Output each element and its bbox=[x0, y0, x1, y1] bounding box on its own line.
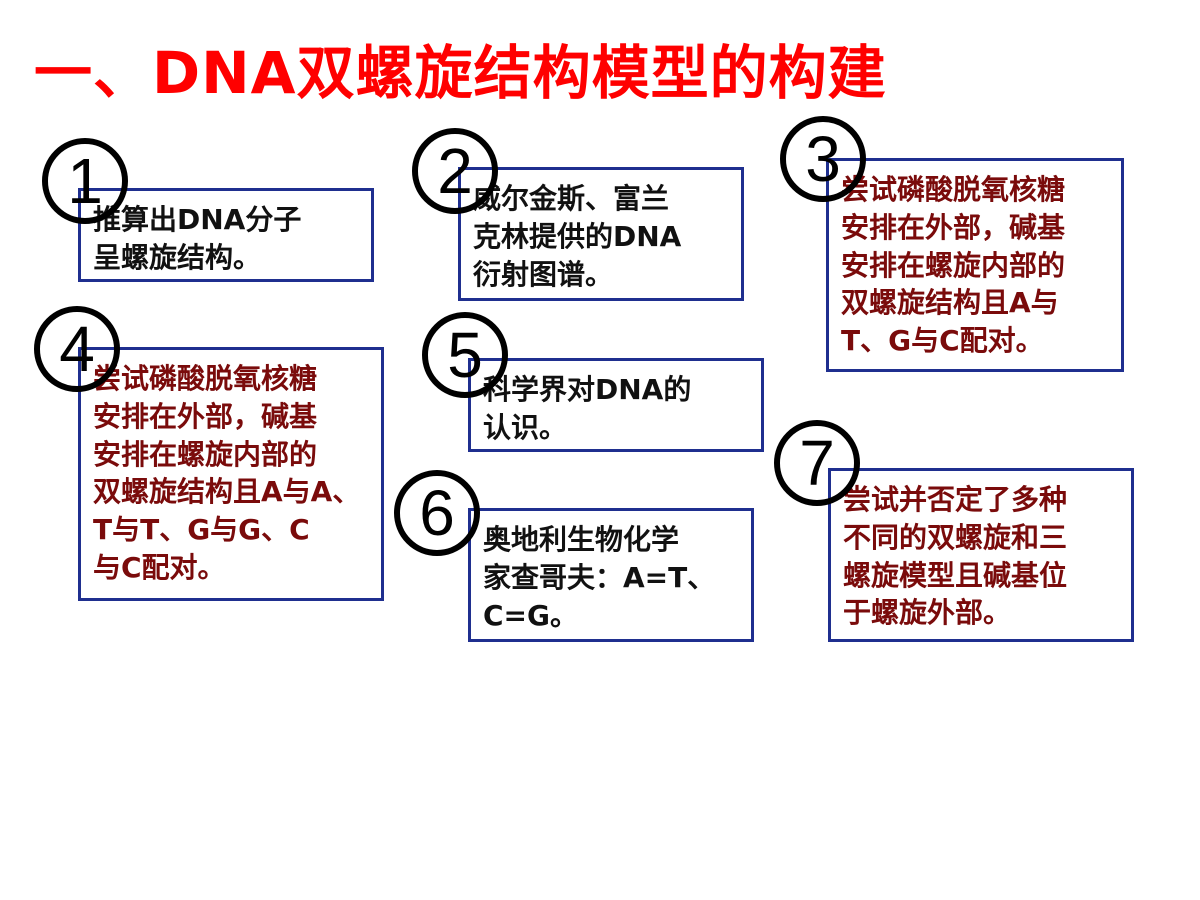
card-3: 尝试磷酸脱氧核糖 安排在外部，碱基 安排在螺旋内部的 双螺旋结构且A与 T、G与… bbox=[826, 158, 1124, 372]
card-2: 威尔金斯、富兰 克林提供的DNA 衍射图谱。 bbox=[458, 167, 744, 301]
number-badge-5: 5 bbox=[422, 312, 508, 398]
number-badge-2: 2 bbox=[412, 128, 498, 214]
number-badge-4: 4 bbox=[34, 306, 120, 392]
slide-title: 一、DNA双螺旋结构模型的构建 bbox=[34, 39, 887, 107]
card-4: 尝试磷酸脱氧核糖 安排在外部，碱基 安排在螺旋内部的 双螺旋结构且A与A、 T与… bbox=[78, 347, 384, 601]
number-badge-3: 3 bbox=[780, 116, 866, 202]
card-7: 尝试并否定了多种 不同的双螺旋和三 螺旋模型且碱基位 于螺旋外部。 bbox=[828, 468, 1134, 642]
number-badge-7: 7 bbox=[774, 420, 860, 506]
number-badge-6: 6 bbox=[394, 470, 480, 556]
card-1: 推算出DNA分子 呈螺旋结构。 bbox=[78, 188, 374, 282]
number-badge-1: 1 bbox=[42, 138, 128, 224]
card-6: 奥地利生物化学 家查哥夫：A=T、 C=G。 bbox=[468, 508, 754, 642]
card-5: 科学界对DNA的 认识。 bbox=[468, 358, 764, 452]
